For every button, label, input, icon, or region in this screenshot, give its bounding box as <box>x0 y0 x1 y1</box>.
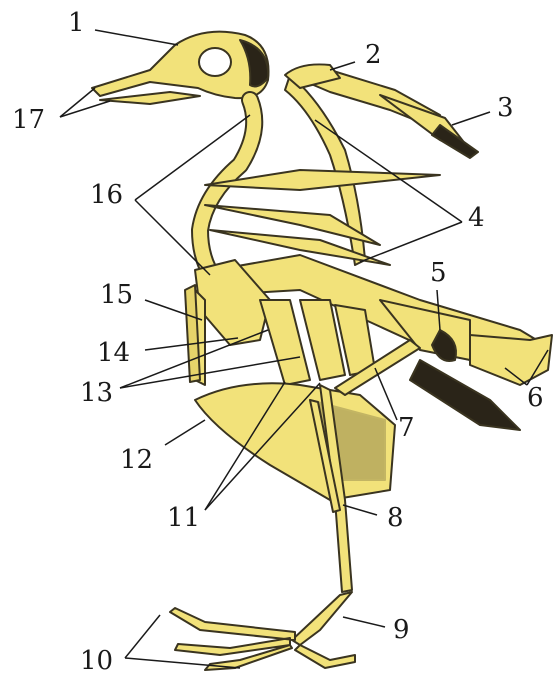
label-16: 16 <box>90 182 123 208</box>
label-9: 9 <box>393 617 410 643</box>
label-15: 15 <box>100 282 133 308</box>
label-1: 1 <box>68 10 85 36</box>
label-10: 10 <box>80 648 113 674</box>
ribcage <box>205 170 440 265</box>
label-6: 6 <box>527 385 544 411</box>
label-2: 2 <box>365 42 382 68</box>
eye-socket <box>199 48 231 76</box>
tail <box>470 335 552 385</box>
tarsometatarsus <box>292 592 352 645</box>
label-5: 5 <box>430 260 447 286</box>
label-11: 11 <box>167 505 200 531</box>
label-13: 13 <box>80 380 113 406</box>
label-7: 7 <box>398 415 415 441</box>
label-12: 12 <box>120 447 153 473</box>
label-3: 3 <box>497 95 514 121</box>
beak-lower <box>100 92 200 104</box>
label-17: 17 <box>12 107 45 133</box>
label-14: 14 <box>97 340 130 366</box>
label-4: 4 <box>468 205 485 231</box>
label-8: 8 <box>387 505 404 531</box>
ribs-lower <box>260 300 375 385</box>
